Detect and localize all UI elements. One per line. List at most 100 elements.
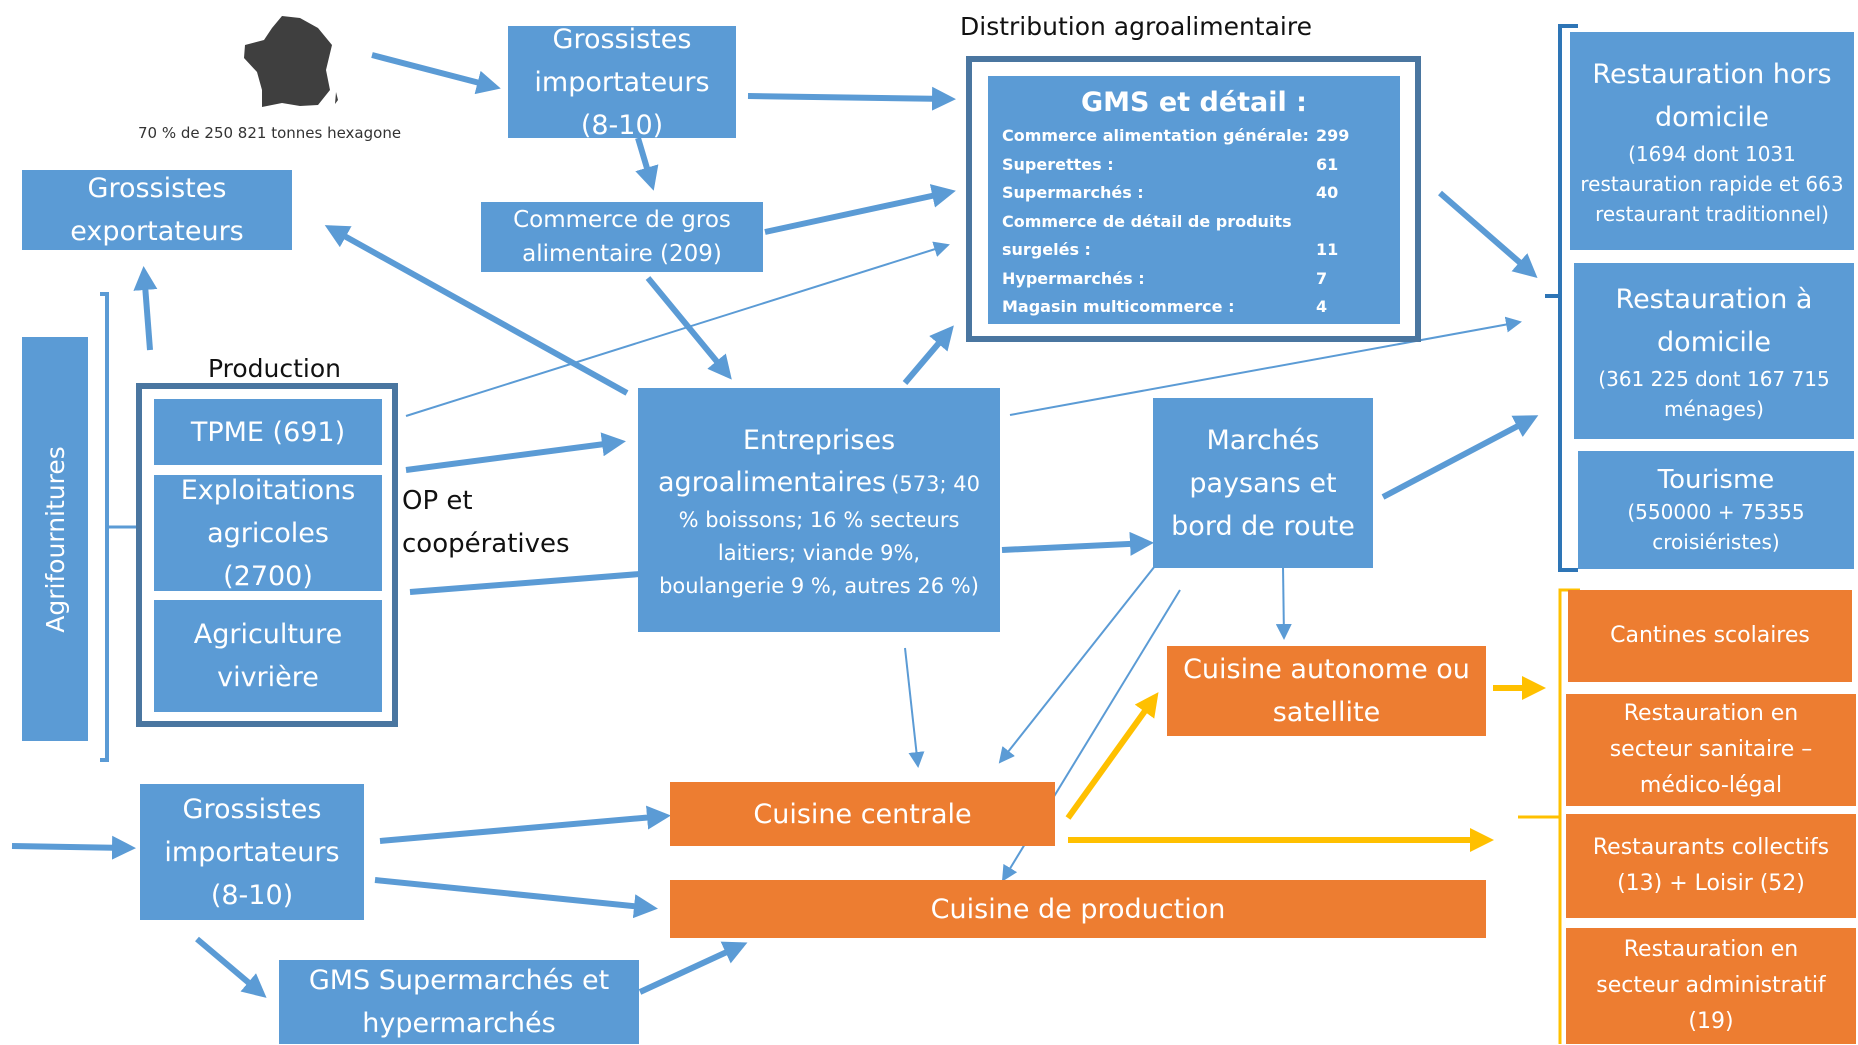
restauration-hors-domicile-title: Restauration hors domicile [1592, 59, 1832, 133]
restauration-hors-domicile-box: Restauration hors domicile (1694 dont 10… [1570, 32, 1854, 250]
gms-row-label: Magasin multicommerce : [1002, 297, 1235, 316]
gms-row: Commerce alimentation générale: 299 [1002, 122, 1386, 151]
gms-super-label: GMS Supermarchés et hypermarchés [308, 965, 610, 1039]
exploitations-box: Exploitations agricoles (2700) [154, 475, 382, 592]
entreprises-box: Entreprises agroalimentaires (573; 40 % … [638, 388, 1000, 632]
commerce-gros-label: Commerce de gros alimentaire (209) [513, 207, 731, 267]
collectifs-box: Restaurants collectifs (13) + Loisir (52… [1566, 814, 1856, 918]
restauration-domicile-box: Restauration à domicile (361 225 dont 16… [1574, 263, 1854, 439]
arrow [904, 647, 925, 768]
tourisme-box: Tourisme (550000 + 75355 croisiéristes) [1578, 451, 1854, 569]
gms-box: GMS et détail : Commerce alimentation gé… [988, 76, 1400, 324]
gms-row-value: 11 [1316, 240, 1339, 259]
tourisme-detail: (550000 + 75355 croisiéristes) [1627, 500, 1805, 554]
gms-row-label: Supermarchés : [1002, 183, 1144, 202]
production-frame [136, 383, 398, 727]
grossistes-exportateurs-box: Grossistes exportateurs [22, 170, 292, 250]
gms-row: Superettes : 61 [1002, 151, 1386, 180]
tourisme-title: Tourisme [1657, 465, 1775, 495]
arrow [409, 571, 641, 595]
arrow [379, 805, 671, 844]
cuisine-production-box: Cuisine de production [670, 880, 1486, 938]
gms-row-value: 61 [1316, 154, 1339, 174]
agrifournitures-box: Agrifournitures [22, 337, 88, 741]
gms-row-label: Commerce de détail de produits [1002, 211, 1292, 231]
collectifs-label: Restaurants collectifs (13) + Loisir (52… [1592, 835, 1830, 896]
arrow [371, 52, 501, 95]
entreprises-title: Entreprises agroalimentaires [658, 425, 896, 498]
collective-bracket [1518, 588, 1580, 1044]
gms-row-label: Superettes : [1002, 154, 1114, 174]
gms-row: surgelés : 11 [1002, 236, 1386, 265]
gms-row: Hypermarchés : 7 [1002, 265, 1386, 294]
gms-row-value [1316, 208, 1386, 237]
administratif-label: Restauration en secteur administratif (1… [1596, 937, 1826, 1034]
arrow [405, 432, 626, 473]
arrow [374, 877, 658, 919]
arrow [764, 184, 956, 235]
grossistes-importateurs-top-label: Grossistes importateurs (8-10) [534, 23, 710, 141]
restauration-bracket [1545, 24, 1578, 572]
gms-row-label: surgelés : [1002, 240, 1091, 259]
arrow [1009, 316, 1522, 416]
arrow [635, 137, 659, 191]
grossistes-importateurs-bottom-box: Grossistes importateurs (8-10) [140, 784, 364, 920]
gms-row-value: 7 [1316, 268, 1328, 288]
gms-row: Commerce de détail de produits [1002, 208, 1386, 237]
cuisine-autonome-box: Cuisine autonome ou satellite [1167, 646, 1486, 736]
cuisine-centrale-label: Cuisine centrale [753, 798, 972, 830]
exploitations-label: Exploitations agricoles (2700) [180, 474, 356, 592]
op-label: OP et coopératives [402, 486, 570, 559]
restauration-domicile-title: Restauration à domicile [1615, 284, 1813, 358]
sanitaire-box: Restauration en secteur sanitaire – médi… [1566, 694, 1856, 806]
agriculture-vivriere-label: Agriculture vivrière [193, 619, 343, 693]
restauration-hors-domicile-detail: (1694 dont 1031 restauration rapide et 6… [1580, 142, 1844, 226]
marches-label: Marchés paysans et bord de route [1171, 424, 1355, 542]
tpme-label: TPME (691) [190, 416, 346, 448]
grossistes-importateurs-top-box: Grossistes importateurs (8-10) [508, 24, 736, 141]
france-caption: 70 % de 250 821 tonnes hexagone [138, 124, 402, 142]
arrow [195, 936, 267, 998]
arrow [638, 941, 748, 995]
gms-row-label: Hypermarchés : [1002, 268, 1145, 288]
arrow [1065, 692, 1159, 820]
arrow [405, 241, 950, 417]
cantines-box: Cantines scolaires [1568, 590, 1852, 682]
gms-frame [966, 56, 1421, 342]
administratif-box: Restauration en secteur administratif (1… [1566, 928, 1856, 1044]
grossistes-exportateurs-label: Grossistes exportateurs [70, 173, 244, 247]
gms-row-value: 4 [1316, 297, 1328, 316]
marches-box: Marchés paysans et bord de route [1153, 398, 1373, 568]
gms-row-label: Commerce alimentation générale: [1002, 126, 1309, 145]
restauration-domicile-detail: (361 225 dont 167 715 ménages) [1598, 367, 1830, 421]
agriculture-vivriere-box: Agriculture vivrière [154, 600, 382, 712]
gms-row-value: 40 [1316, 183, 1339, 202]
sanitaire-label: Restauration en secteur sanitaire – médi… [1609, 701, 1813, 798]
distribution-title: Distribution agroalimentaire [960, 12, 1312, 41]
arrow [1381, 415, 1539, 500]
gms-row: Supermarchés : 40 [1002, 179, 1386, 208]
arrow [11, 835, 136, 860]
arrow [902, 325, 954, 385]
commerce-gros-box: Commerce de gros alimentaire (209) [481, 202, 763, 272]
arrow [747, 86, 956, 111]
gms-row: Magasin multicommerce : 4 [1002, 293, 1386, 322]
production-title: Production [208, 354, 342, 383]
cuisine-autonome-label: Cuisine autonome ou satellite [1183, 654, 1470, 728]
gms-super-box: GMS Supermarchés et hypermarchés [279, 960, 639, 1044]
gms-title: GMS et détail : [1081, 87, 1307, 118]
gms-row-value: 299 [1316, 126, 1350, 145]
entreprises-detail: (573; 40 % boissons; 16 % secteurs laiti… [659, 472, 980, 598]
arrow [1438, 190, 1538, 278]
arrow [324, 225, 629, 396]
arrow [1275, 565, 1292, 640]
arrow [1001, 531, 1154, 556]
arrow [133, 266, 158, 351]
arrow [998, 565, 1156, 764]
tpme-box: TPME (691) [154, 399, 382, 465]
cuisine-production-label: Cuisine de production [930, 893, 1226, 925]
agrifournitures-label: Agrifournitures [40, 445, 70, 633]
